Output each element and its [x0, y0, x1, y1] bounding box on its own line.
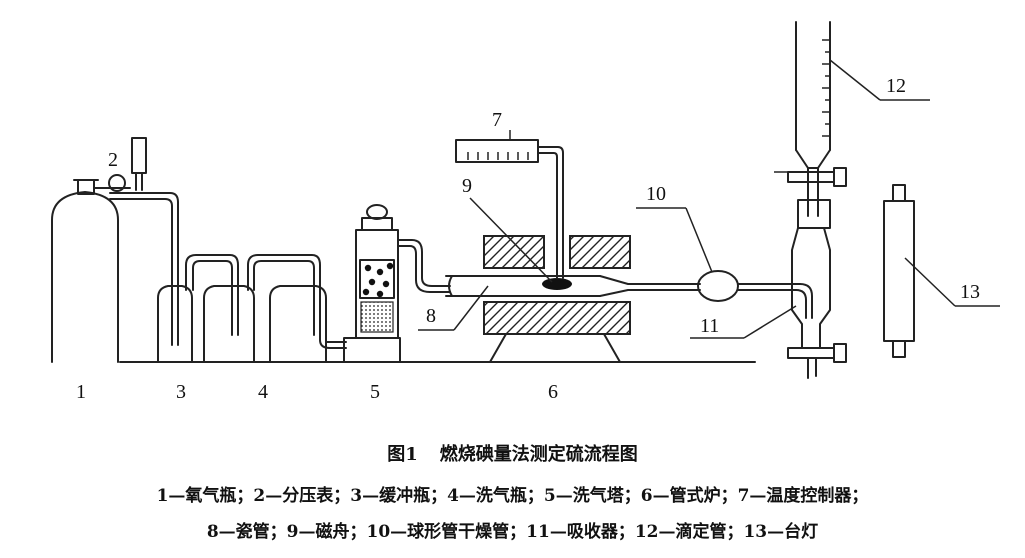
wash-bottle-2 [269, 285, 327, 363]
porcelain-tube [445, 275, 701, 297]
label-1: 1 [76, 381, 86, 403]
figure-caption-title: 图1 燃烧碘量法测定硫流程图 [0, 440, 1025, 466]
apparatus-diagram: 1 2 3 4 5 6 7 8 9 10 11 12 13 [51, 21, 1000, 403]
pressure-regulator [108, 137, 147, 192]
label-9: 9 [462, 175, 472, 197]
buffer-bottle [157, 285, 193, 363]
label-5: 5 [370, 381, 380, 403]
legend-line-2: 8—瓷管；9—磁舟；10—球形管干燥管；11—吸收器；12—滴定管；13—台灯 [206, 522, 819, 542]
absorber [787, 199, 847, 379]
wash-tower [343, 204, 401, 363]
figure-title: 燃烧碘量法测定硫流程图 [439, 444, 638, 465]
label-10: 10 [646, 183, 666, 205]
label-4: 4 [258, 381, 268, 403]
oxygen-cylinder [51, 179, 131, 363]
wash-bottle-1 [203, 285, 255, 363]
label-13: 13 [960, 281, 980, 303]
legend-line-1: 1—氧气瓶；2—分压表；3—缓冲瓶；4—洗气瓶；5—洗气塔；6—管式炉；7—温度… [156, 486, 869, 506]
tube-furnace [483, 235, 631, 363]
temperature-controller [455, 139, 564, 279]
leader-lines [418, 59, 1000, 339]
label-11: 11 [700, 315, 719, 337]
label-3: 3 [176, 381, 186, 403]
label-6: 6 [548, 381, 558, 403]
burette [774, 21, 847, 217]
label-2: 2 [108, 149, 118, 171]
label-12: 12 [886, 75, 906, 97]
label-7: 7 [492, 109, 502, 131]
label-8: 8 [426, 305, 436, 327]
lamp [883, 184, 915, 358]
combustion-boat [542, 278, 572, 290]
figure-number: 图1 [387, 444, 418, 465]
spherical-drying-tube [697, 270, 813, 319]
